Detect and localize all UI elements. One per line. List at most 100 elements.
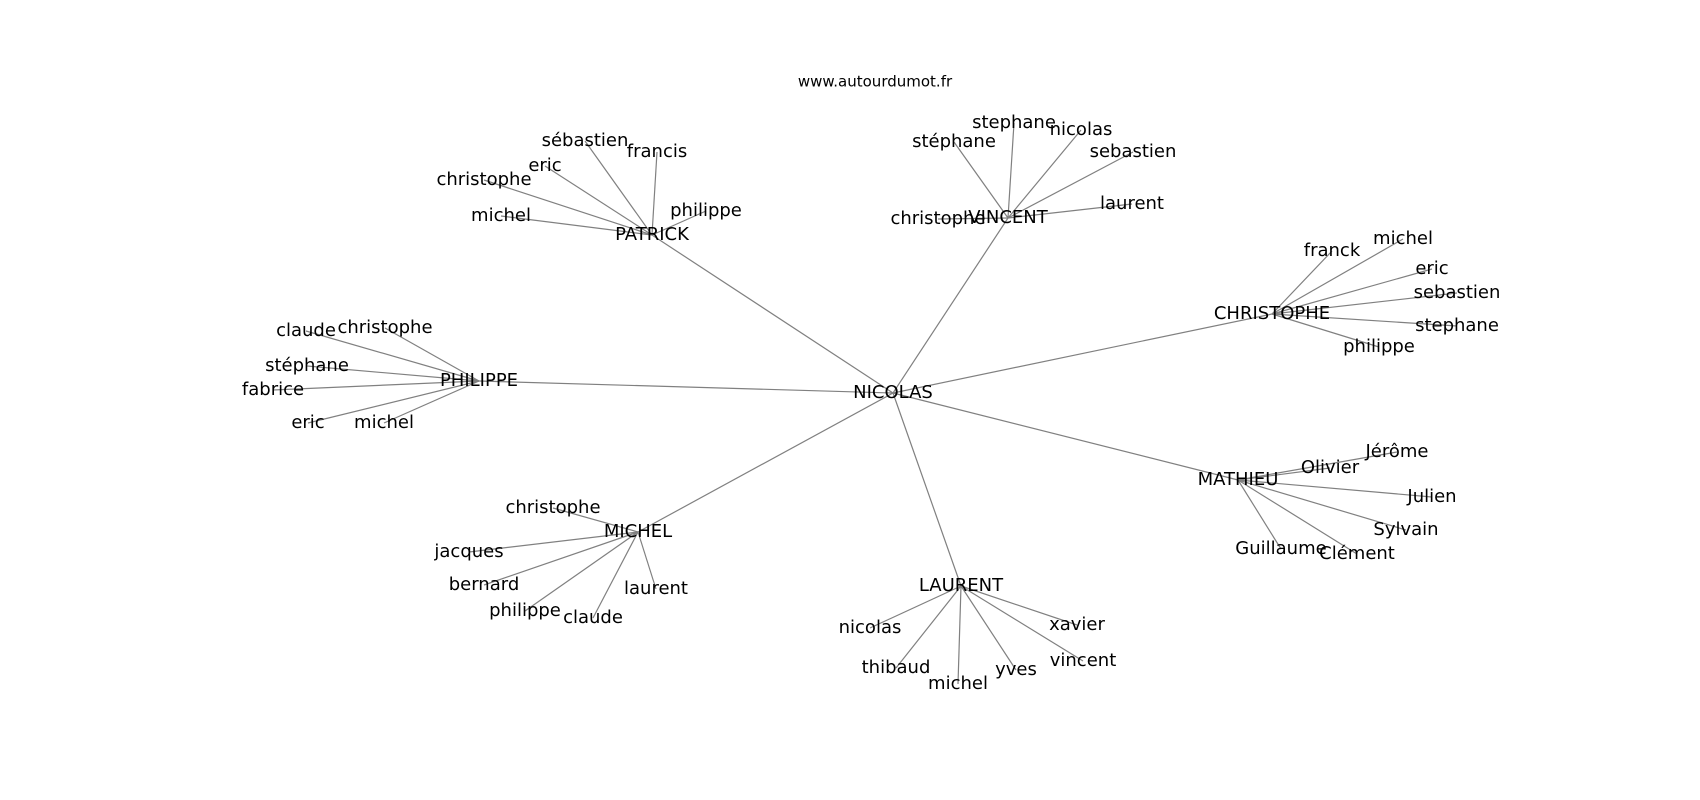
leaf-node-label: laurent <box>624 578 688 599</box>
edge-hub-to-leaf <box>1007 129 1082 219</box>
hub-node-label: MICHEL <box>604 521 672 542</box>
edge-hub-to-leaf <box>307 380 480 424</box>
leaf-node-label: bernard <box>449 574 520 595</box>
edge-hub-to-leaf <box>1237 479 1433 498</box>
leaf-node-label: Clément <box>1319 543 1395 564</box>
labels-layer: NICOLASPATRICKsébastienfrancisericchrist… <box>242 112 1501 694</box>
leaf-node-label: vincent <box>1050 650 1117 671</box>
hub-node-label: MATHIEU <box>1198 469 1279 490</box>
edge-center-to-hub <box>651 234 894 394</box>
edge-hub-to-leaf <box>869 585 962 629</box>
leaf-node-label: eric <box>291 412 324 433</box>
leaf-node-label: thibaud <box>862 657 931 678</box>
edge-hub-to-leaf <box>1237 479 1282 550</box>
leaf-node-label: stephane <box>972 112 1056 133</box>
edge-hub-to-leaf <box>524 531 639 612</box>
edge-hub-to-leaf <box>1271 313 1380 348</box>
hub-node-label: PHILIPPE <box>440 370 518 391</box>
leaf-node-label: stéphane <box>265 355 349 376</box>
edge-hub-to-leaf <box>383 380 480 424</box>
edge-hub-to-leaf <box>552 507 639 533</box>
edges-layer <box>272 122 1458 685</box>
edge-hub-to-leaf <box>468 531 639 553</box>
leaf-node-label: stéphane <box>912 131 996 152</box>
edge-hub-to-leaf <box>592 531 639 619</box>
edge-hub-to-leaf <box>895 585 962 669</box>
edge-hub-to-leaf <box>953 141 1009 219</box>
leaf-node-label: Julien <box>1406 486 1456 507</box>
leaf-node-label: michel <box>354 412 414 433</box>
source-url: www.autourdumot.fr <box>798 73 953 91</box>
leaf-node-label: Olivier <box>1301 457 1360 478</box>
leaf-node-label: Guillaume <box>1235 538 1326 559</box>
edge-hub-to-leaf <box>1237 479 1407 531</box>
leaf-node-label: fabrice <box>242 379 304 400</box>
edge-center-to-hub <box>892 392 1239 481</box>
leaf-node-label: sebastien <box>1090 141 1177 162</box>
leaf-node-label: yves <box>995 659 1037 680</box>
edge-center-to-hub <box>892 392 962 587</box>
hub-node-label: LAURENT <box>919 575 1004 596</box>
edge-hub-to-leaf <box>306 365 480 382</box>
edge-hub-to-leaf <box>1237 451 1398 481</box>
edge-hub-to-leaf <box>960 585 1017 671</box>
leaf-node-label: stephane <box>1415 315 1499 336</box>
leaf-node-label: claude <box>276 320 336 341</box>
edge-hub-to-leaf <box>1271 292 1458 315</box>
leaf-node-label: eric <box>1415 258 1448 279</box>
edge-hub-to-leaf <box>305 330 480 382</box>
edge-hub-to-leaf <box>637 531 657 590</box>
leaf-node-label: xavier <box>1049 614 1105 635</box>
edge-hub-to-leaf <box>500 215 653 236</box>
hub-node-label: CHRISTOPHE <box>1214 303 1330 324</box>
edge-hub-to-leaf <box>1237 479 1358 555</box>
edge-hub-to-leaf <box>584 140 653 236</box>
edge-hub-to-leaf <box>1271 268 1433 315</box>
edge-hub-to-leaf <box>544 165 653 236</box>
leaf-node-label: nicolas <box>1050 119 1113 140</box>
leaf-node-label: laurent <box>1100 193 1164 214</box>
leaf-node-label: sebastien <box>1414 282 1501 303</box>
edge-hub-to-leaf <box>960 585 1084 662</box>
edge-hub-to-leaf <box>1237 467 1331 481</box>
leaf-node-label: jacques <box>433 541 503 562</box>
edge-hub-to-leaf <box>384 327 480 382</box>
leaf-node-label: eric <box>528 155 561 176</box>
edge-hub-to-leaf <box>937 217 1009 220</box>
leaf-node-label: philippe <box>1343 336 1415 357</box>
edge-center-to-hub <box>892 217 1009 394</box>
edge-hub-to-leaf <box>1007 203 1133 219</box>
leaf-node-label: Jérôme <box>1364 441 1428 462</box>
edge-hub-to-leaf <box>651 151 658 236</box>
leaf-node-label: francis <box>627 141 687 162</box>
leaf-node-label: Sylvain <box>1373 519 1438 540</box>
leaf-node-label: christophe <box>337 317 432 338</box>
leaf-node-label: michel <box>1373 228 1433 249</box>
leaf-node-label: franck <box>1304 240 1361 261</box>
leaf-node-label: sébastien <box>542 130 629 151</box>
leaf-node-label: christophe <box>436 169 531 190</box>
leaf-node-label: philippe <box>489 600 561 621</box>
leaf-node-label: nicolas <box>839 617 902 638</box>
edge-hub-to-leaf <box>1007 122 1015 219</box>
edge-hub-to-leaf <box>483 531 639 586</box>
center-node-label: NICOLAS <box>853 382 933 403</box>
edge-hub-to-leaf <box>1007 151 1134 219</box>
leaf-node-label: claude <box>563 607 623 628</box>
hub-node-label: PATRICK <box>615 224 690 245</box>
edge-hub-to-leaf <box>483 179 653 236</box>
leaf-node-label: christophe <box>505 497 600 518</box>
edge-hub-to-leaf <box>1271 238 1404 315</box>
edge-hub-to-leaf <box>651 210 707 236</box>
hub-node-label: VINCENT <box>968 207 1048 228</box>
edge-hub-to-leaf <box>960 585 1078 626</box>
edge-center-to-hub <box>892 313 1273 394</box>
edge-hub-to-leaf <box>957 585 962 685</box>
edge-hub-to-leaf <box>1271 313 1458 327</box>
leaf-node-label: christophe <box>890 208 985 229</box>
edge-hub-to-leaf <box>1271 250 1333 315</box>
edge-center-to-hub <box>637 392 894 533</box>
edge-hub-to-leaf <box>272 380 480 391</box>
